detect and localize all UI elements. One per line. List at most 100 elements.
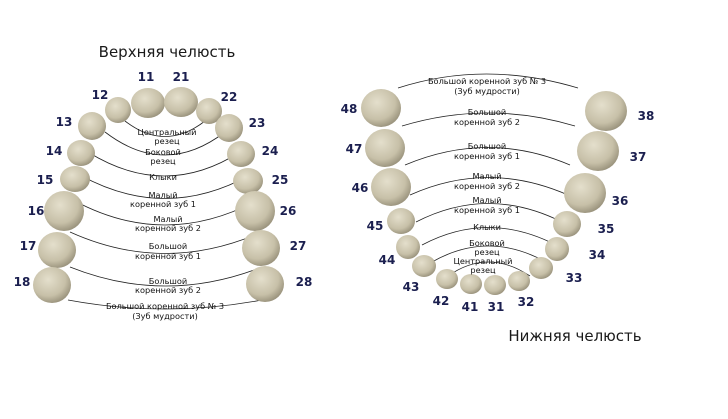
lower-arc-pm2 xyxy=(409,177,569,196)
tooth-number: 23 xyxy=(249,116,266,130)
tooth-number: 28 xyxy=(296,275,313,289)
tooth-number: 17 xyxy=(20,239,37,253)
tooth-22 xyxy=(196,98,222,124)
label-premolar-2: коренной зуб 2 xyxy=(135,223,201,233)
tooth-number: 35 xyxy=(598,222,615,236)
upper-labels: Центральный резец Боковой резец Клыки Ма… xyxy=(106,127,224,321)
label-molar-2: Большой xyxy=(149,276,188,286)
label-premolar-1: Малый xyxy=(148,190,177,200)
tooth-25 xyxy=(233,168,263,194)
tooth-number: 31 xyxy=(488,300,505,314)
label-canine: Клыки xyxy=(149,172,177,182)
tooth-35 xyxy=(553,211,581,237)
lower-jaw: Нижняя челюсть xyxy=(341,73,655,345)
tooth-number: 11 xyxy=(138,70,155,84)
tooth-number: 27 xyxy=(290,239,307,253)
lower-arc-central xyxy=(447,261,531,277)
tooth-number: 43 xyxy=(403,280,420,294)
tooth-44 xyxy=(396,235,420,259)
tooth-number: 46 xyxy=(352,181,369,195)
upper-jaw-title: Верхняя челюсть xyxy=(99,43,236,61)
lower-arc-m1 xyxy=(404,147,571,166)
tooth-38 xyxy=(585,91,627,131)
label-lateral-incisor: Боковой xyxy=(145,147,181,157)
lower-arc-pm1 xyxy=(415,203,563,223)
tooth-31 xyxy=(484,275,506,295)
tooth-number: 24 xyxy=(262,144,279,158)
label-molar-1: Большой xyxy=(468,141,507,151)
tooth-32 xyxy=(508,271,530,291)
lower-arc-canine xyxy=(421,227,557,246)
upper-teeth xyxy=(33,87,284,303)
tooth-12 xyxy=(105,97,131,123)
upper-arc-m1 xyxy=(69,231,263,254)
label-molar-1: коренной зуб 1 xyxy=(454,151,520,161)
upper-tooth-numbers: 11 21 12 22 13 23 14 24 15 25 16 26 17 2… xyxy=(14,70,313,289)
lower-arc-m3 xyxy=(397,73,579,89)
tooth-number: 36 xyxy=(612,194,629,208)
label-premolar-2: коренной зуб 2 xyxy=(454,181,520,191)
lower-arc-lateral xyxy=(431,245,547,263)
label-premolar-2: Малый xyxy=(153,214,182,224)
tooth-15 xyxy=(60,166,90,192)
tooth-number: 45 xyxy=(367,219,384,233)
tooth-28 xyxy=(246,266,284,302)
label-lateral-incisor: резец xyxy=(150,156,176,166)
label-premolar-1: коренной зуб 1 xyxy=(454,205,520,215)
lower-labels: Большой коренной зуб № 3 (Зуб мудрости) … xyxy=(428,76,546,275)
tooth-number: 12 xyxy=(92,88,109,102)
tooth-13 xyxy=(78,112,106,140)
label-molar-1: Большой xyxy=(149,241,188,251)
label-lateral-incisor: резец xyxy=(474,247,500,257)
tooth-24 xyxy=(227,141,255,167)
tooth-47 xyxy=(365,129,405,167)
tooth-number: 44 xyxy=(379,253,396,267)
lower-tooth-numbers: 48 38 47 37 46 36 45 35 44 34 43 33 42 4… xyxy=(341,102,655,314)
tooth-number: 34 xyxy=(589,248,606,262)
tooth-number: 15 xyxy=(37,173,54,187)
tooth-number: 21 xyxy=(173,70,190,84)
tooth-27 xyxy=(242,230,280,266)
tooth-number: 47 xyxy=(346,142,363,156)
tooth-41 xyxy=(460,274,482,294)
tooth-number: 37 xyxy=(630,150,647,164)
label-molar-3: Большой коренной зуб № 3 xyxy=(106,301,224,311)
label-premolar-1: Малый xyxy=(472,195,501,205)
tooth-37 xyxy=(577,131,619,171)
label-premolar-2: Малый xyxy=(472,171,501,181)
upper-arc-lateral xyxy=(104,131,226,156)
label-central-incisor: Центральный xyxy=(454,256,513,266)
tooth-number: 22 xyxy=(221,90,238,104)
tooth-26 xyxy=(235,191,275,231)
label-molar-1: коренной зуб 1 xyxy=(135,251,201,261)
label-central-incisor: резец xyxy=(470,265,496,275)
tooth-18 xyxy=(33,267,71,303)
tooth-number: 13 xyxy=(56,115,73,129)
upper-arc-pm1 xyxy=(79,174,251,199)
tooth-48 xyxy=(361,89,401,127)
lower-guide-arcs xyxy=(397,73,579,277)
tooth-46 xyxy=(371,168,411,206)
label-molar-3: Большой коренной зуб № 3 xyxy=(428,76,546,86)
label-central-incisor: Центральный xyxy=(138,127,197,137)
tooth-number: 38 xyxy=(638,109,655,123)
upper-guide-arcs xyxy=(67,120,263,310)
label-molar-3: (Зуб мудрости) xyxy=(132,311,198,321)
tooth-21 xyxy=(164,87,198,117)
lower-jaw-title: Нижняя челюсть xyxy=(508,327,641,345)
lower-arc-m2 xyxy=(401,112,576,127)
lower-teeth xyxy=(361,89,627,295)
tooth-number: 26 xyxy=(280,204,297,218)
tooth-42 xyxy=(436,269,458,289)
tooth-number: 42 xyxy=(433,294,450,308)
label-central-incisor: резец xyxy=(154,136,180,146)
upper-arc-m2 xyxy=(69,266,263,287)
upper-arc-canine xyxy=(87,151,241,177)
label-molar-2: коренной зуб 2 xyxy=(454,117,520,127)
tooth-number: 25 xyxy=(272,173,289,187)
tooth-16 xyxy=(44,191,84,231)
tooth-36 xyxy=(564,173,606,213)
tooth-34 xyxy=(545,237,569,261)
